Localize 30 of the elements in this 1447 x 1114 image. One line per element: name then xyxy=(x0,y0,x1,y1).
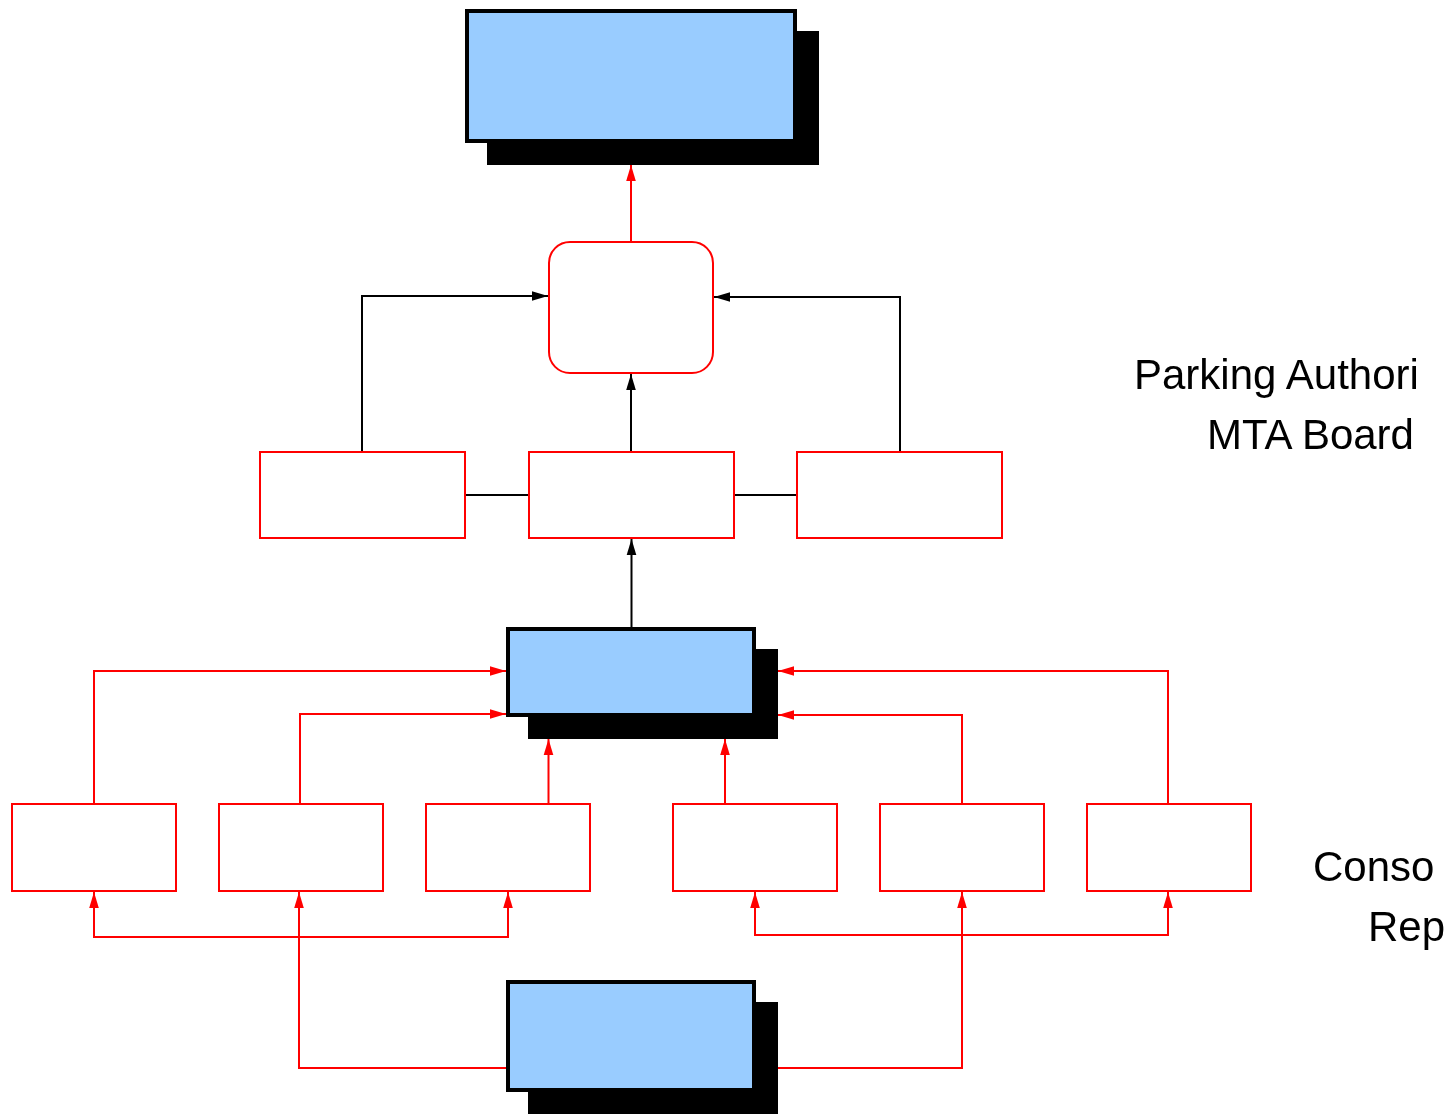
process-box xyxy=(879,803,1045,892)
label-text: Parking Authori xyxy=(1134,350,1419,400)
process-box xyxy=(1086,803,1252,892)
shadowed-box xyxy=(506,980,778,1114)
process-box xyxy=(11,803,177,892)
arrow xyxy=(713,292,901,452)
arrow xyxy=(777,666,1169,804)
connector-line xyxy=(734,494,797,496)
process-box xyxy=(528,451,735,539)
arrow xyxy=(720,738,730,804)
connector-line xyxy=(465,494,529,496)
arrow xyxy=(626,373,636,452)
arrow xyxy=(543,738,554,804)
arrow xyxy=(777,710,963,804)
arrow xyxy=(299,709,507,804)
process-box xyxy=(218,803,384,892)
arrow xyxy=(626,538,637,628)
process-box xyxy=(425,803,591,892)
rounded-box xyxy=(548,241,714,374)
process-box xyxy=(796,451,1003,539)
arrow xyxy=(626,164,636,242)
arrow xyxy=(93,666,507,804)
process-box xyxy=(672,803,838,892)
shadowed-box xyxy=(465,9,819,165)
label-text: Rep xyxy=(1368,902,1446,952)
process-box xyxy=(259,451,466,539)
label-text: MTA Board xyxy=(1207,410,1414,460)
shadowed-box xyxy=(506,627,778,739)
label-text: Conso xyxy=(1313,842,1435,892)
arrow xyxy=(361,291,549,452)
